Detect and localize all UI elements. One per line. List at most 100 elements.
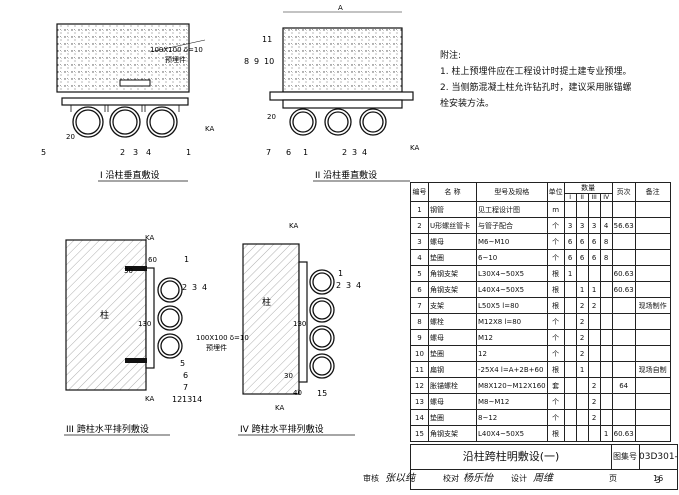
bom-col-remark: 备注 bbox=[634, 182, 671, 202]
bom-cell bbox=[611, 297, 636, 314]
callout-1-v2: 1 bbox=[303, 148, 308, 157]
view-4: 柱 KA KA 100X100 δ=10 预埋件 130 40 30 1 2 3… bbox=[196, 222, 361, 436]
bom-cell bbox=[634, 201, 671, 218]
bom-cell: 2 bbox=[587, 297, 601, 314]
bom-cell: 6 bbox=[587, 233, 601, 250]
callout-5-v3: 5 bbox=[180, 359, 185, 368]
bom-cell: 个 bbox=[546, 313, 565, 330]
bom-cell bbox=[563, 297, 577, 314]
bom-cell bbox=[587, 265, 601, 282]
callout-4-v4: 4 bbox=[356, 281, 361, 290]
bom-cell: 与管子配合 bbox=[476, 217, 548, 234]
callout-12-v3: 12 bbox=[172, 395, 182, 404]
bom-cell: 13 bbox=[410, 393, 429, 410]
bom-cell: 现场制作 bbox=[634, 297, 671, 314]
column-label-v4: 柱 bbox=[262, 296, 271, 308]
signature-row: 审核 张以纯 校对 杨乐怡 设计 周维 页 16 bbox=[363, 469, 677, 489]
bom-cell: 64 bbox=[611, 377, 636, 394]
bom-cell: L40X4~50X5 bbox=[476, 425, 548, 442]
bom-cell: M12 bbox=[476, 329, 548, 346]
embed-label-name-v4: 预埋件 bbox=[206, 343, 227, 352]
angle-bracket-v3 bbox=[145, 267, 155, 369]
bom-cell: 6 bbox=[575, 233, 589, 250]
bom-cell: 12 bbox=[476, 345, 548, 362]
bom-cell bbox=[599, 329, 613, 346]
bom-cell: 3 bbox=[587, 217, 601, 234]
column-label-v3: 柱 bbox=[100, 309, 109, 321]
section-ka-v3-bot: KA bbox=[145, 395, 154, 403]
bom-cell bbox=[634, 217, 671, 234]
angle-bracket-v2 bbox=[282, 99, 403, 109]
bom-cell bbox=[611, 249, 636, 266]
callout-1-v3: 1 bbox=[184, 255, 189, 264]
bom-cell bbox=[587, 329, 601, 346]
view-1: 5 2 3 4 1 20 KA 100X100 δ=10 预埋件 I 沿柱垂直敷… bbox=[41, 23, 214, 182]
callout-4-v3: 4 bbox=[202, 283, 207, 292]
callout-7-v3: 7 bbox=[183, 383, 188, 392]
bom-col-spec: 型号及规格 bbox=[476, 182, 548, 202]
bom-cell: 6 bbox=[587, 249, 601, 266]
callout-15-v4: 15 bbox=[317, 389, 327, 398]
page-label: 页 bbox=[609, 474, 617, 483]
bom-cell: 胀锚螺栓 bbox=[428, 377, 477, 394]
bom-cell: 支架 bbox=[428, 297, 477, 314]
bom-cell bbox=[599, 361, 613, 378]
bom-cell bbox=[575, 377, 589, 394]
bom-cell: 2 bbox=[587, 377, 601, 394]
bom-cell: 6 bbox=[575, 249, 589, 266]
bom-cell bbox=[563, 425, 577, 442]
bom-cell: 2 bbox=[575, 329, 589, 346]
note-2-cont: 栓安装方法。 bbox=[440, 99, 495, 109]
bom-cell: 螺母 bbox=[428, 329, 477, 346]
bom-cell bbox=[611, 201, 636, 218]
callout-2-v4: 2 bbox=[336, 281, 341, 290]
bom-cell bbox=[587, 313, 601, 330]
set-number: 03D301-3 bbox=[639, 445, 678, 486]
callout-2-v3: 2 bbox=[182, 283, 187, 292]
bom-cell: U形螺丝管卡 bbox=[428, 217, 477, 234]
bom-cell bbox=[599, 313, 613, 330]
bom-cell: 60.63 bbox=[611, 425, 636, 442]
bom-cell: 8 bbox=[599, 249, 613, 266]
bom-cell: 8 bbox=[410, 313, 429, 330]
section-ka-v4-top: KA bbox=[289, 222, 298, 230]
bom-cell: 1 bbox=[563, 265, 577, 282]
callout-1-v1: 1 bbox=[186, 148, 191, 157]
embed-label-name-v1: 预埋件 bbox=[165, 55, 186, 64]
bom-cell bbox=[634, 281, 671, 298]
bom-cell: 螺母 bbox=[428, 233, 477, 250]
bom-cell bbox=[634, 393, 671, 410]
bom-cell: 4 bbox=[599, 217, 613, 234]
angle-bracket-v4 bbox=[298, 261, 308, 383]
bom-cell: 7 bbox=[410, 297, 429, 314]
bom-cell: 2 bbox=[575, 345, 589, 362]
bom-cell bbox=[634, 409, 671, 426]
bom-cell: M8X120~M12X160 bbox=[476, 377, 548, 394]
callout-8-v2: 8 bbox=[244, 57, 249, 66]
callout-2-v2: 2 bbox=[342, 148, 347, 157]
bom-cell bbox=[611, 345, 636, 362]
callout-14-v3: 14 bbox=[192, 395, 202, 404]
bom-cell bbox=[599, 377, 613, 394]
callout-6-v3: 6 bbox=[183, 371, 188, 380]
callout-10-v2: 10 bbox=[264, 57, 274, 66]
bom-cell: 60.63 bbox=[611, 265, 636, 282]
check-signature: 杨乐怡 bbox=[463, 473, 493, 484]
review-signature: 张以纯 bbox=[385, 473, 415, 484]
bom-cell: 1 bbox=[575, 361, 589, 378]
bom-qty-iii: III bbox=[587, 193, 601, 202]
bom-cell: 11 bbox=[410, 361, 429, 378]
bom-cell bbox=[599, 393, 613, 410]
embed-label-size-v4: 100X100 δ=10 bbox=[196, 334, 249, 342]
bom-cell bbox=[599, 297, 613, 314]
flat-steel-v2 bbox=[269, 91, 414, 101]
bom-qty-iv: IV bbox=[599, 193, 613, 202]
